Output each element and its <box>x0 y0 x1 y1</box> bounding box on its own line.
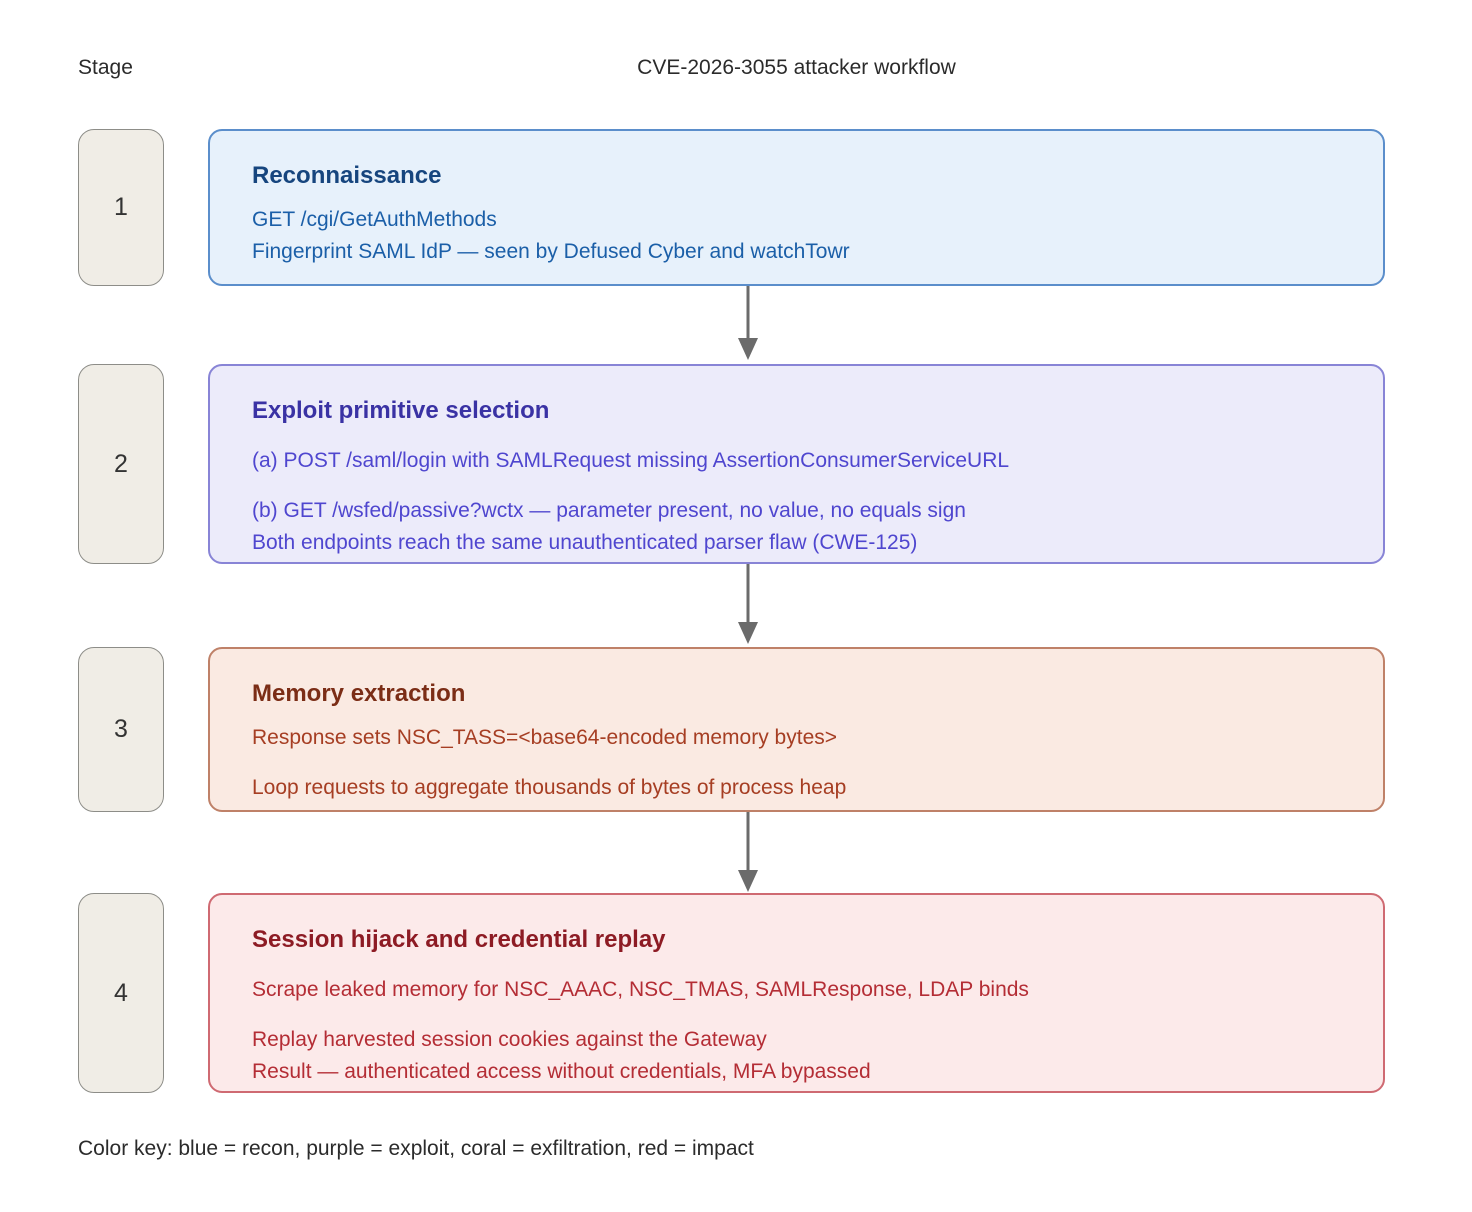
stage-card-line-3-2: Loop requests to aggregate thousands of … <box>252 775 847 799</box>
diagram-header: Stage CVE-2026-3055 attacker workflow <box>0 56 1472 88</box>
connector-arrow-1-2 <box>728 286 768 362</box>
stage-card-line-1-1: GET /cgi/GetAuthMethods <box>252 208 497 231</box>
stage-card-1: Reconnaissance GET /cgi/GetAuthMethods F… <box>208 129 1385 286</box>
color-key-legend: Color key: blue = recon, purple = exploi… <box>78 1137 754 1160</box>
stage-card-line-4-1: Scrape leaked memory for NSC_AAAC, NSC_T… <box>252 978 1029 1001</box>
stage-card-4: Session hijack and credential replay Scr… <box>208 893 1385 1093</box>
connector-arrow-2-3 <box>728 564 768 646</box>
connector-arrow-3-4 <box>728 812 768 894</box>
stage-card-line-4-2: Replay harvested session cookies against… <box>252 1027 767 1051</box>
stage-card-line-3-1: Response sets NSC_TASS=<base64-encoded m… <box>252 726 838 749</box>
stage-card-line-2-2: (b) GET /wsfed/passive?wctx — parameter … <box>252 498 966 522</box>
stage-card-title-1: Reconnaissance <box>252 162 442 189</box>
stage-number-1: 1 <box>114 193 128 221</box>
stage-card-title-2: Exploit primitive selection <box>252 397 550 424</box>
stage-card-line-2-3: Both endpoints reach the same unauthenti… <box>252 530 918 554</box>
stage-number-4: 4 <box>114 978 128 1007</box>
stage-card-line-2-1: (a) POST /saml/login with SAMLRequest mi… <box>252 449 1010 472</box>
stage-card-title-3: Memory extraction <box>252 680 466 707</box>
stage-number-3: 3 <box>114 715 128 743</box>
stage-card-3: Memory extraction Response sets NSC_TASS… <box>208 647 1385 812</box>
stage-column-header: Stage <box>78 56 133 79</box>
stage-badge-1: 1 <box>78 129 164 286</box>
stage-card-title-4: Session hijack and credential replay <box>252 926 666 953</box>
stage-card-2: Exploit primitive selection (a) POST /sa… <box>208 364 1385 564</box>
stage-card-line-1-2: Fingerprint SAML IdP — seen by Defused C… <box>252 239 850 263</box>
stage-badge-2: 2 <box>78 364 164 564</box>
stage-number-2: 2 <box>114 449 128 478</box>
stage-card-line-4-3: Result — authenticated access without cr… <box>252 1059 871 1083</box>
diagram-title: CVE-2026-3055 attacker workflow <box>637 56 956 79</box>
stage-badge-3: 3 <box>78 647 164 812</box>
stage-badge-4: 4 <box>78 893 164 1093</box>
